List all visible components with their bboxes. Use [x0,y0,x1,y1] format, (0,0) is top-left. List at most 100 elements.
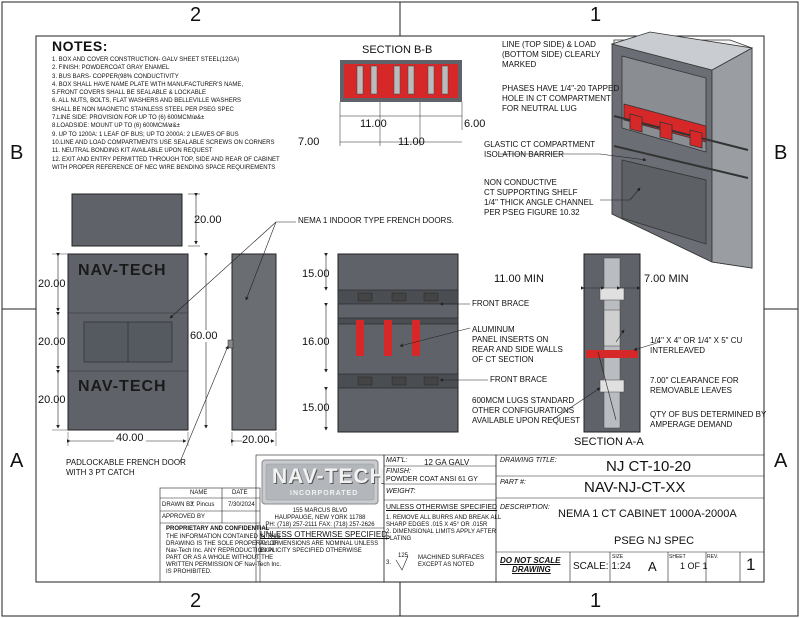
logo-sub: INCORPORATED [290,490,359,497]
isometric-cabinet [610,31,754,269]
tb-size-label: SIZE [612,554,624,560]
tb-approved-label: APPROVED BY [162,514,206,520]
zone-label-left-a: A [10,450,24,472]
note-item: 10.LINE AND LOAD COMPARTMENTS USE SEALAB… [52,139,275,146]
tb-size: A [648,559,657,574]
notes-list: 1. BOX AND COVER CONSTRUCTION- GALV SHEE… [52,56,280,172]
tb-unless-title: UNLESS OTHERWISE SPECIFIED: [260,530,390,539]
tb-drawing-title-label: DRAWING TITLE: [500,457,557,464]
dim-front-mid: 20.00 [38,336,66,348]
door-logo-bottom: NAV-TECH [78,378,167,395]
note-item: 11. NEUTRAL BONDING KIT AVAILABLE UPON R… [52,148,213,155]
tb-date-header: DATE [232,490,248,496]
tb-part-label: PART #: [500,479,526,486]
tb-machined-text: MACHINED SURFACES [418,555,485,561]
callout-aluminum: ALUMINUM PANEL INSERTS ON REAR AND SIDE … [472,325,563,364]
section-aa-title: SECTION A-A [574,436,644,448]
dim-interior-top: 15.00 [302,268,330,280]
notes-title: NOTES: [52,38,108,54]
zone-label-right-a: A [774,450,788,472]
callout-lugs: 600MCM LUGS STANDARD OTHER CONFIGURATION… [472,396,581,425]
note-item: 9. UP TO 1200A: 1 LEAF OF BUS; UP TO 200… [52,131,239,138]
callout-glastic: GLASTIC CT COMPARTMENT ISOLATION BARRIER [484,140,596,159]
dim-aa-left: 11.00 MIN [494,273,544,285]
note-item: 3. BUS BARS- COPPER(98% CONDUCTIVITY [52,73,179,80]
dim-side-height: 60.00 [190,330,218,342]
callout-shelf: NON CONDUCTIVE CT SUPPORTING SHELF 1/4" … [484,178,594,217]
tb-machined-value: 125 [398,553,409,559]
callout-padlock: PADLOCKABLE FRENCH DOOR WITH 3 PT CATCH [66,458,186,477]
tb-machined-num: 3. [386,560,392,566]
zone-label-bottom-2: 2 [190,590,202,612]
note-item: WITH PROPER REFERENCE OF NEC WIRE BENDIN… [52,164,276,171]
dim-bb-right: 6.00 [464,118,486,130]
zone-label-top-2: 2 [190,4,202,26]
front-view-cabinet [67,253,189,431]
note-item: 7.LINE SIDE: PROVISION FOR UP TO (6) 600… [52,115,205,122]
dim-interior-bot: 15.00 [302,402,330,414]
tb-weight-label: WEIGHT: [386,488,416,495]
tb-proprietary-text: THE INFORMATION CONTAINED IN THIS DRAWIN… [166,534,282,575]
dim-front-top: 20.00 [38,278,66,290]
callout-qty: QTY OF BUS DETERMINED BY AMPERAGE DEMAND [650,410,767,429]
tb-desc2: PSEG NJ SPEC [614,535,695,547]
dim-front-bot: 20.00 [38,394,66,406]
tb-address: 155 MARCUS BLVD HAUPPAUGE, NEW YORK 1178… [265,508,375,528]
tb-finish-label: FINISH: [386,468,411,475]
tb-desc-label: DESCRIPTION: [500,504,550,511]
tb-desc1: NEMA 1 CT CABINET 1000A-2000A [558,508,737,520]
door-logo-top: NAV-TECH [78,262,167,279]
tb-sheet-label: SHEET [669,554,686,560]
interior-view-cabinet [337,253,459,433]
dim-interior-mid: 16.00 [302,336,330,348]
tb-drawn-by: J. Pincus [190,502,215,508]
dim-bb-b: 11.00 [398,136,425,148]
note-item: 8.LOADSIDE: MOUNT UP TO (6) 600MCM/ø&± [52,123,180,130]
dim-bb-a: 11.00 [360,118,387,130]
tb-proprietary-title: PROPRIETARY AND CONFIDENTIAL [166,526,270,532]
side-view-cabinet [227,253,277,446]
tb-machined-text2: EXCEPT AS NOTED [418,562,474,568]
tb-finish: POWDER COAT ANSI 61 GY [386,476,478,483]
tb-date: 7/30/2024 [228,502,255,508]
tb-no-scale: DO NOT SCALE DRAWING [500,556,561,574]
dim-front-width: 40.00 [114,432,146,444]
tb-rev: 1 [746,555,756,574]
tb-unless-text: ALL DIMENSIONS ARE NOMINAL UNLESS EXPLIC… [260,541,379,554]
tb-sheet: 1 OF 1 [680,561,708,571]
tb-matl: 12 GA GALV [424,458,470,467]
zone-label-left-b: B [10,142,24,164]
dim-aa-right: 7.00 MIN [644,273,689,285]
section-bb-title: SECTION B-B [362,44,433,56]
callout-front-brace-bottom: FRONT BRACE [490,375,548,384]
section-aa-drawing [583,253,641,433]
section-bb-drawing [339,60,463,146]
note-item: 4. BOX SHALL HAVE NAME PLATE WITH MANUFA… [52,81,244,88]
note-item: 12. EXIT AND ENTRY PERMITTED THROUGH TOP… [52,156,280,163]
callout-nema-doors: NEMA 1 INDOOR TYPE FRENCH DOORS. [298,216,454,225]
tb-part: NAV-NJ-CT-XX [584,479,686,496]
callout-front-brace-top: FRONT BRACE [472,299,530,308]
note-item: 6. ALL NUTS, BOLTS, FLAT WASHERS AND BEL… [52,98,242,105]
tb-rev-label: REV. [707,554,719,560]
callout-line-load: LINE (TOP SIDE) & LOAD (BOTTOM SIDE) CLE… [502,40,601,69]
callout-clearance: 7.00" CLEARANCE FOR REMOVABLE LEAVES [650,376,739,395]
dim-bb-left: 7.00 [298,136,320,148]
tb-matl-label: MAT'L: [386,457,408,464]
note-item: 2. FINISH: POWDERCOAT GRAY ENAMEL [52,65,170,72]
callout-phases: PHASES HAVE 1/4"-20 TAPPED HOLE IN CT CO… [502,84,620,113]
title-block-frame [159,454,765,583]
callout-cu: 1/4" X 4" OR 1/4" X 5" CU INTERLEAVED [650,336,743,355]
dim-side-width: 20.00 [242,434,270,446]
note-item: 1. BOX AND COVER CONSTRUCTION- GALV SHEE… [52,57,240,63]
tb-unless2-text: 1. REMOVE ALL BURRS AND BREAK ALL SHARP … [386,515,502,542]
dim-top-height: 20.00 [194,214,222,226]
tb-drawn-by-label: DRAWN BY [162,502,195,508]
note-item: 5.FRONT COVERS SHALL BE SEALABLE & LOCKA… [52,90,207,97]
top-view-panel [71,193,183,247]
logo-main: NAV-TECH [272,465,386,488]
tb-unless2-title: UNLESS OTHERWISE SPECIFIED [386,504,498,511]
tb-name-header: NAME [190,490,208,496]
tb-drawing-title: NJ CT-10-20 [606,458,692,475]
